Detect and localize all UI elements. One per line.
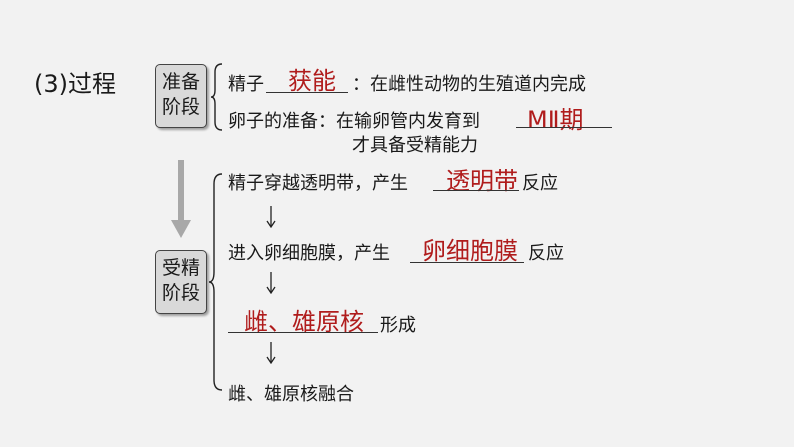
fert-step3-answer: 雌、雄原核 <box>244 308 364 336</box>
fert-step4: 雌、雄原核融合 <box>228 384 354 405</box>
prep-stage-box: 准备 阶段 <box>155 64 207 128</box>
prep-brace <box>210 62 224 132</box>
fert-step2-answer: 卵细胞膜 <box>422 237 518 265</box>
fert-step1-prefix: 精子穿越透明带，产生 <box>228 173 408 194</box>
prep-row1-suffix: ：在雌性动物的生殖道内完成 <box>352 74 586 95</box>
prep-row1-underline <box>266 92 348 93</box>
fert-brace <box>208 172 224 394</box>
prep-stage-label-line1: 准备 <box>161 71 200 93</box>
fert-step3-suffix: 形成 <box>380 315 416 336</box>
fert-step1-underline <box>433 190 519 191</box>
fert-step2-prefix: 进入卵细胞膜，产生 <box>228 243 390 264</box>
fert-step2-suffix: 反应 <box>528 243 564 264</box>
prep-row1-answer: 获能 <box>288 67 336 95</box>
fert-step1-suffix: 反应 <box>522 173 558 194</box>
fert-stage-box: 受精 阶段 <box>155 250 207 314</box>
prep-row2-underline <box>516 127 612 128</box>
prep-row2-prefix: 卵子的准备：在输卵管内发育到 <box>228 111 480 132</box>
small-arrow-3-icon <box>266 342 276 368</box>
small-arrow-2-icon <box>266 272 276 298</box>
small-arrow-1-icon <box>266 206 276 232</box>
fert-step3-underline <box>228 332 378 333</box>
section-heading: (3)过程 <box>34 70 116 98</box>
fert-stage-label-line1: 受精 <box>161 257 200 279</box>
fert-stage-label-line2: 阶段 <box>161 282 200 304</box>
down-arrow-icon <box>170 160 192 244</box>
prep-stage-label-line2: 阶段 <box>161 96 200 118</box>
prep-row2-answer: MⅡ期 <box>527 106 584 134</box>
fert-step2-underline <box>410 262 524 263</box>
prep-row1-prefix: 精子 <box>228 74 264 95</box>
prep-row2-cont: 才具备受精能力 <box>352 135 478 156</box>
